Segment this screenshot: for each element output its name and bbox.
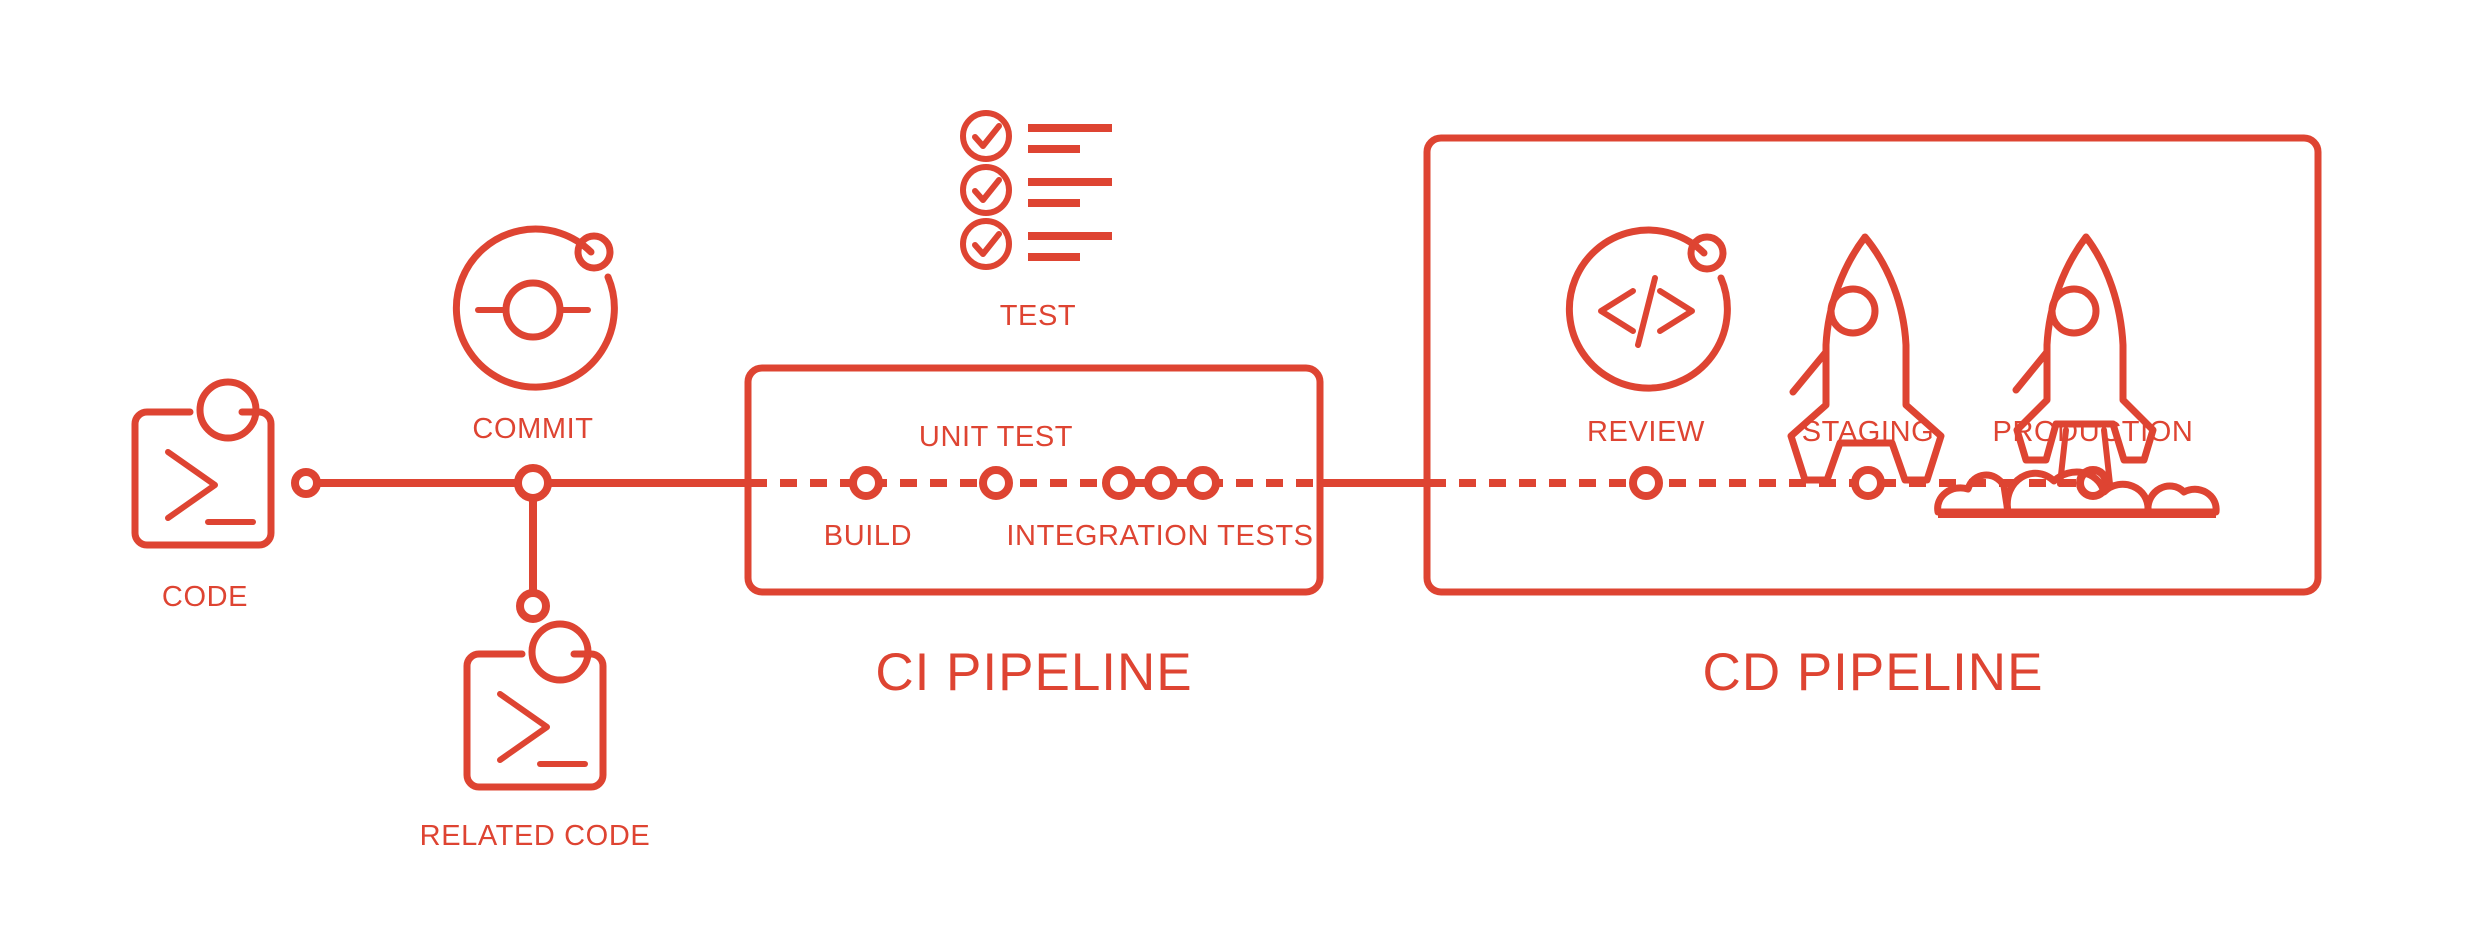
terminal-code-badge-icon	[196, 378, 260, 442]
rocket-launch-icon	[2013, 233, 2157, 464]
checklist-check-circle-icon	[960, 110, 1012, 162]
commit-inner-circle-icon	[502, 279, 564, 341]
launch-smoke-left-icon	[1934, 471, 2012, 516]
launch-smoke-right-icon	[2144, 482, 2220, 516]
commit-satellite-icon	[574, 232, 614, 272]
related-code-icon-group[interactable]: RELATED CODE	[420, 620, 651, 852]
checklist-check-mark-icon	[972, 123, 1002, 149]
checklist-check-circle-icon	[960, 218, 1012, 270]
rocket-fin-left-icon	[2012, 348, 2051, 394]
integration-tests-label: INTEGRATION TESTS	[1006, 520, 1313, 552]
cd-pipeline-title: CD PIPELINE	[1703, 643, 2044, 702]
build-label: BUILD	[824, 520, 912, 552]
ci-inner-labels: UNIT TEST BUILD INTEGRATION TESTS	[824, 421, 1313, 552]
terminal-code-icon	[463, 650, 607, 791]
node-integration-test-1[interactable]	[1102, 466, 1136, 500]
rocket-fin-left-icon	[1789, 348, 1830, 396]
rocket-window-icon	[1827, 285, 1879, 337]
checklist-check-mark-icon	[972, 231, 1002, 257]
checklist-check-circle-icon	[960, 164, 1012, 216]
review-icon-group[interactable]: REVIEW	[1565, 226, 1731, 448]
test-icon-group[interactable]: TEST	[960, 110, 1112, 332]
commit-label: COMMIT	[472, 413, 593, 445]
cd-pipeline-box[interactable]	[1423, 134, 2322, 596]
node-unit-test[interactable]	[979, 466, 1013, 500]
rocket-exhaust-right-icon	[2101, 427, 2113, 487]
node-integration-test-3[interactable]	[1186, 466, 1220, 500]
production-label: PRODUCTION	[1993, 416, 2194, 448]
checklist-check-mark-icon	[972, 177, 1002, 203]
review-satellite-icon	[1687, 233, 1727, 273]
ci-pipeline-title: CI PIPELINE	[875, 643, 1192, 702]
node-integration-test-2[interactable]	[1144, 466, 1178, 500]
related-code-label: RELATED CODE	[420, 820, 651, 852]
production-icon-group[interactable]: PRODUCTION	[1934, 233, 2220, 518]
review-slash-icon	[1635, 275, 1658, 348]
code-icon-group[interactable]: CODE	[131, 378, 275, 613]
terminal-prompt-chevron-icon	[165, 449, 218, 521]
code-review-icon	[1565, 226, 1731, 392]
unit-test-label: UNIT TEST	[919, 421, 1073, 453]
rocket-icon	[1787, 233, 1945, 484]
staging-label: STAGING	[1802, 416, 1935, 448]
review-angle-left-icon	[1598, 288, 1636, 334]
terminal-prompt-chevron-icon	[497, 691, 550, 763]
node-code[interactable]	[291, 468, 321, 498]
code-label: CODE	[162, 581, 248, 613]
terminal-code-icon	[131, 408, 275, 549]
node-commit[interactable]	[514, 464, 552, 502]
node-related-code[interactable]	[516, 589, 550, 623]
commit-node-icon	[452, 225, 618, 391]
node-build[interactable]	[849, 466, 883, 500]
test-label: TEST	[1000, 300, 1077, 332]
rail-nodes	[291, 464, 2110, 623]
launch-smoke-center-icon	[2003, 468, 2152, 516]
commit-icon-group[interactable]: COMMIT	[452, 225, 618, 445]
review-label: REVIEW	[1587, 416, 1705, 448]
rocket-window-icon	[2048, 285, 2100, 337]
cd-pipeline-group[interactable]	[1423, 134, 2322, 596]
staging-icon-group[interactable]: STAGING	[1787, 233, 1945, 484]
node-review[interactable]	[1629, 466, 1663, 500]
terminal-code-badge-icon	[528, 620, 592, 684]
node-staging[interactable]	[1851, 466, 1885, 500]
review-angle-right-icon	[1657, 288, 1695, 334]
